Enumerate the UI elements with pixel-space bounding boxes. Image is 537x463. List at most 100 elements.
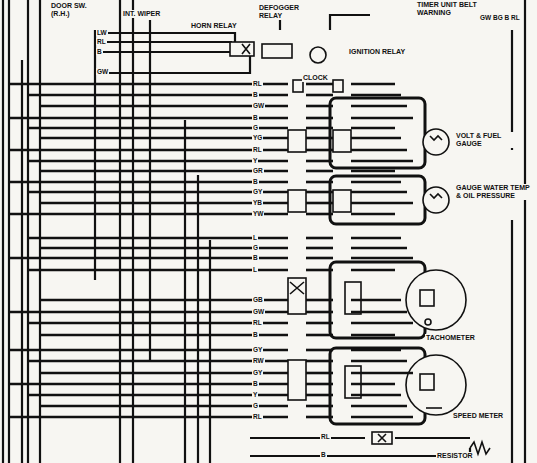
wire <box>40 170 288 173</box>
wire-color-code: B <box>252 331 259 338</box>
wire <box>351 160 413 163</box>
component-name: CLOCK <box>302 74 329 82</box>
wire <box>351 137 401 140</box>
wire <box>306 181 333 184</box>
wire-color-code: G <box>252 244 259 251</box>
wire <box>351 127 395 130</box>
wire <box>351 383 395 386</box>
wire-color-code: RL <box>252 80 263 87</box>
wire <box>306 247 333 250</box>
wire-color-code: YB <box>252 199 263 206</box>
component-name: INT. WIPER <box>122 10 161 18</box>
wire <box>351 94 401 97</box>
wire <box>9 383 288 386</box>
wire <box>9 311 288 314</box>
wire <box>9 349 288 352</box>
wire <box>40 299 288 302</box>
wire <box>306 170 333 173</box>
wire <box>9 149 288 152</box>
wire <box>9 257 288 260</box>
wire <box>40 247 288 250</box>
wire <box>306 311 333 314</box>
wire <box>306 405 333 408</box>
wire <box>306 202 333 205</box>
wire-color-code: G <box>252 402 259 409</box>
wire <box>306 105 333 108</box>
wire <box>306 94 333 97</box>
wire <box>351 360 407 363</box>
wire <box>351 405 407 408</box>
wire <box>351 149 407 152</box>
wire-runs <box>9 84 413 417</box>
wire <box>28 322 288 325</box>
wire <box>351 181 401 184</box>
wire <box>40 372 288 375</box>
wire <box>306 299 333 302</box>
wire <box>306 334 333 337</box>
wire <box>351 394 401 397</box>
wire <box>351 213 395 216</box>
wire <box>306 349 333 352</box>
gauge-symbols <box>345 129 466 415</box>
wire-color-code: L <box>252 234 258 241</box>
wire <box>28 127 288 130</box>
wire-color-code: GR <box>252 167 264 174</box>
wire-color-code: GB <box>252 296 264 303</box>
wire <box>351 257 413 260</box>
wire-color-code: GW <box>252 102 265 109</box>
wire-color-code: B <box>252 91 259 98</box>
wire <box>28 237 288 240</box>
wire-color-code: B <box>252 380 259 387</box>
component-name: TACHOMETER <box>425 334 476 342</box>
wire <box>351 372 413 375</box>
component-name: SPEED METER <box>452 412 504 420</box>
wire <box>306 127 333 130</box>
wire-color-code: B <box>252 254 259 261</box>
component-label: TACHOMETER <box>425 326 489 344</box>
component-label: INT. WIPER <box>122 2 172 20</box>
wire <box>306 416 333 419</box>
component-label: IGNITION RELAY <box>348 40 428 58</box>
wire-color-code: L <box>252 266 258 273</box>
wire-color-code: LW <box>96 29 108 36</box>
wire <box>28 269 288 272</box>
wire <box>306 137 333 140</box>
wire <box>9 213 288 216</box>
component-label: HORN RELAY <box>190 14 248 32</box>
wire <box>40 405 288 408</box>
component-label: SPEED METER <box>452 404 516 422</box>
wire-color-code: B <box>252 178 259 185</box>
wire <box>351 334 395 337</box>
wire <box>351 117 413 120</box>
component-label: TIMER UNIT BELT WARNING <box>416 1 478 19</box>
wire <box>306 257 333 260</box>
wire-harness <box>3 0 525 463</box>
wire-color-code: GW <box>252 308 265 315</box>
wire-color-code: RL <box>252 413 263 420</box>
wire-color-code: RL <box>252 319 263 326</box>
wire <box>351 191 407 194</box>
component-label: RESISTOR <box>436 444 488 462</box>
wire <box>351 299 401 302</box>
component-name: RESISTOR <box>436 452 474 460</box>
wire-color-code: RL <box>252 146 263 153</box>
component-name: IGNITION RELAY <box>348 48 406 56</box>
wire <box>306 372 333 375</box>
wire-color-code: GY <box>252 369 263 376</box>
wire <box>351 202 413 205</box>
wire-color-code: RL <box>320 433 331 440</box>
wire <box>351 247 407 250</box>
wire <box>351 83 395 86</box>
wire <box>351 237 401 240</box>
wire <box>306 83 333 86</box>
wire <box>351 105 407 108</box>
wire <box>306 117 333 120</box>
wire <box>306 360 333 363</box>
wire <box>306 322 333 325</box>
wire <box>306 191 333 194</box>
wire <box>306 160 333 163</box>
wire <box>306 394 333 397</box>
wire <box>351 311 407 314</box>
